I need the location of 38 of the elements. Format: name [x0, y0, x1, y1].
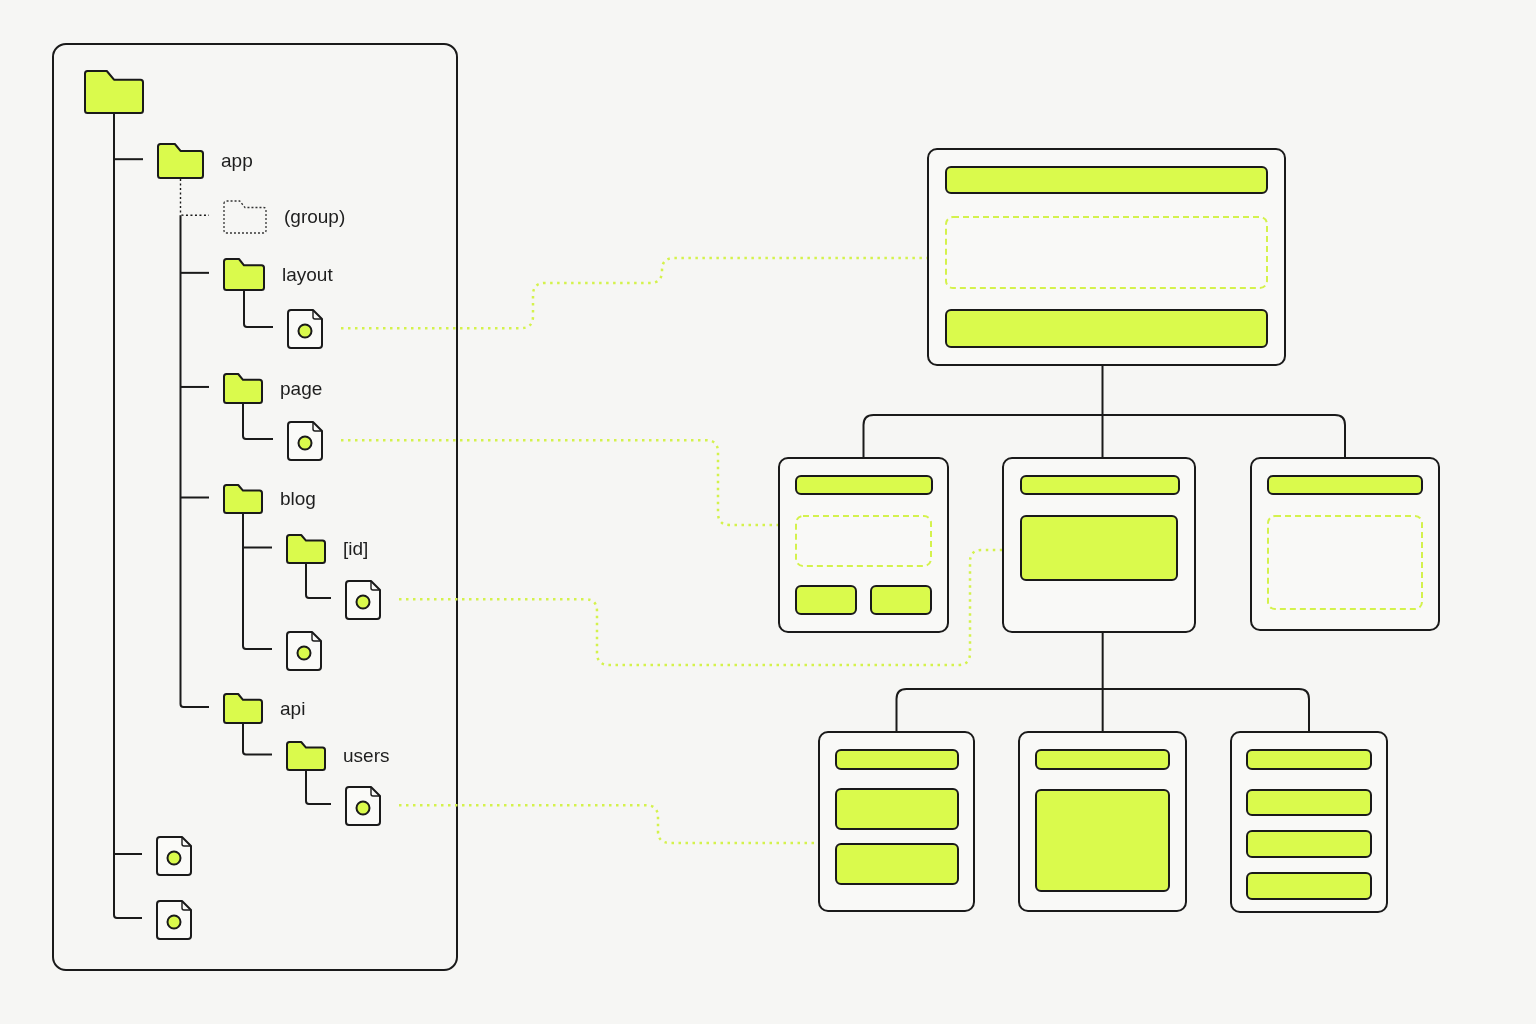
folder-label: layout — [282, 262, 333, 287]
tree-line — [243, 290, 274, 328]
layout-card — [927, 148, 1286, 366]
tree-line — [113, 158, 144, 161]
tree-line — [1101, 688, 1310, 732]
layout-card — [1250, 457, 1440, 631]
tree-line — [179, 385, 210, 388]
folder-label: page — [280, 376, 323, 401]
dotted-tree-line — [179, 178, 210, 216]
folder-label: api — [280, 696, 306, 721]
tree-line — [242, 513, 273, 650]
tree-line — [179, 496, 210, 499]
tree-line — [242, 403, 274, 440]
tree-line — [113, 113, 143, 919]
tree-line — [242, 723, 273, 756]
dotted-connector — [341, 438, 778, 527]
tree-line — [1101, 632, 1104, 732]
tree-line — [862, 414, 1104, 458]
tree-line — [113, 853, 143, 855]
folder-label: users — [343, 744, 390, 768]
layout-card — [1018, 731, 1187, 912]
layout-card — [1002, 457, 1196, 633]
tree-line — [1101, 414, 1346, 458]
layout-card — [1230, 731, 1388, 913]
folder-label: app — [221, 149, 253, 173]
dotted-connector — [399, 548, 1002, 667]
layout-card — [818, 731, 975, 912]
tree-line — [305, 770, 332, 805]
tree-line — [305, 563, 332, 599]
tree-line — [179, 214, 210, 708]
tree-line — [179, 271, 210, 274]
folder-label: (group) — [284, 205, 346, 229]
tree-line — [895, 688, 1104, 732]
folder-label: [id] — [343, 537, 369, 561]
folder-label: blog — [280, 487, 316, 511]
tree-line — [1101, 365, 1104, 458]
layout-card — [778, 457, 949, 633]
tree-line — [242, 546, 273, 549]
